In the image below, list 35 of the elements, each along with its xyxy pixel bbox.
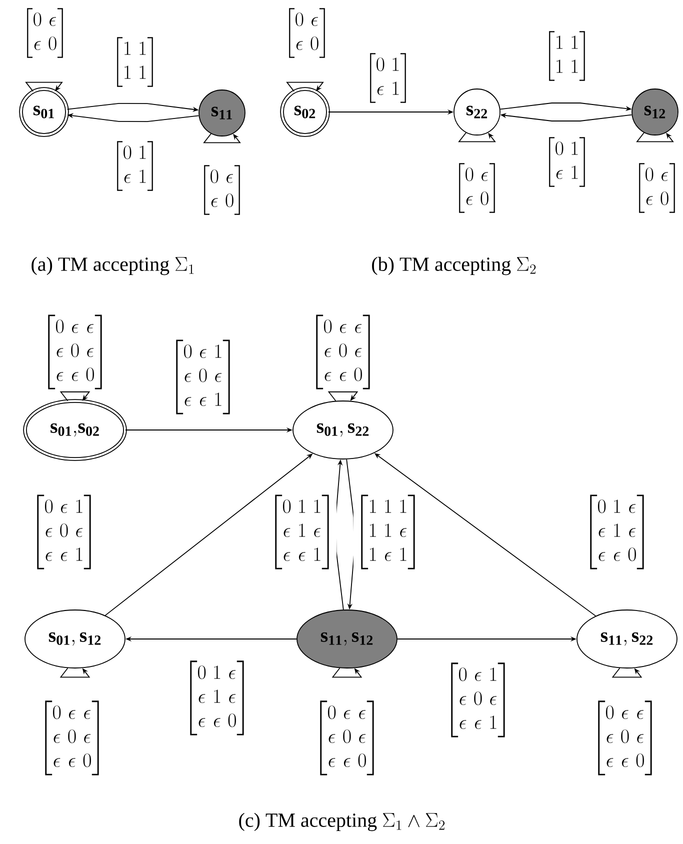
loop-arrow	[25, 82, 63, 92]
loop-arrow	[60, 391, 90, 402]
edge-label: $\begin{bmatrix}0 & 1 & 1\\ \epsilon & 1 & \epsilon\\ \epsilon & \epsilon & 1\end{bmatrix}$	[267, 494, 337, 570]
loop-arrow	[458, 132, 496, 142]
loop-arrow	[203, 133, 241, 144]
edge-label: $\begin{bmatrix}0 & 1\\ \epsilon & 1\end{bmatrix}$	[364, 52, 412, 104]
edge-label: $\begin{bmatrix}0 & 1 & \epsilon\\ \epsilon & 1 & \epsilon\\ \epsilon & \epsilon & 0\end{bmatrix}$	[582, 494, 652, 570]
edge-label: $\begin{bmatrix}1 & 1\\ 1 & 1\end{bmatrix}$	[110, 36, 160, 88]
caption: $\text{(c) TM accepting }\Sigma_1\wedge\Sigma_2$	[239, 812, 445, 832]
edge-label: $\begin{bmatrix}0 & \epsilon & \epsilon\\ \epsilon & 0 & \epsilon\\ \epsilon & \epsilon & 0\end{bmatrix}$	[37, 700, 107, 776]
loop-arrow	[332, 668, 362, 678]
edge-label: $\begin{bmatrix}0 & \epsilon & \epsilon\\ \epsilon & 0 & \epsilon\\ \epsilon & \epsilon & 0\end{bmatrix}$	[312, 700, 382, 776]
edge-label: $\begin{bmatrix}0 & \epsilon\\ \epsilon & 0\end{bmatrix}$	[198, 164, 246, 216]
edge-label: $\begin{bmatrix}1 & 1 & 1\\ 1 & 1 & \epsilon\\ 1 & \epsilon & 1\end{bmatrix}$	[353, 494, 423, 570]
edge-label: $\begin{bmatrix}0 & 1\\ \epsilon & 1\end{bmatrix}$	[110, 140, 160, 192]
caption: $\text{(a) TM accepting }\Sigma_1$	[32, 256, 194, 276]
edge-label: $\begin{bmatrix}0 & 1\\ \epsilon & 1\end{bmatrix}$	[542, 136, 592, 188]
edge-label: $\begin{bmatrix}0 & \epsilon & 1\\ \epsilon & 0 & \epsilon\\ \epsilon & \epsilon & 1\end{bmatrix}$	[168, 338, 238, 416]
edge-label: $\begin{bmatrix}0 & \epsilon\\ \epsilon & 0\end{bmatrix}$	[632, 162, 682, 214]
edge-label: $\begin{bmatrix}0 & \epsilon & 1\\ \epsilon & 0 & \epsilon\\ \epsilon & \epsilon & 1\end{bmatrix}$	[443, 662, 513, 738]
edge-label: $\begin{bmatrix}0 & \epsilon & \epsilon\\ \epsilon & 0 & \epsilon\\ \epsilon & \epsilon & 0\end{bmatrix}$	[40, 314, 110, 390]
edge-label: $\begin{bmatrix}0 & \epsilon\\ \epsilon & 0\end{bmatrix}$	[20, 7, 70, 59]
loop-arrow	[636, 132, 674, 142]
edge-label: $\begin{bmatrix}1 & 1\\ 1 & 1\end{bmatrix}$	[542, 30, 592, 82]
edge-label: $\begin{bmatrix}0 & \epsilon\\ \epsilon & 0\end{bmatrix}$	[282, 7, 332, 59]
edge-label: $\begin{bmatrix}0 & \epsilon & \epsilon\\ \epsilon & 0 & \epsilon\\ \epsilon & \epsilon & 0\end{bmatrix}$	[308, 314, 378, 390]
loop-arrow	[286, 82, 324, 92]
edge-label: $\begin{bmatrix}0 & \epsilon & \epsilon\\ \epsilon & 0 & \epsilon\\ \epsilon & \epsilon & 0\end{bmatrix}$	[590, 700, 660, 776]
loop-arrow	[60, 668, 90, 678]
caption: $\text{(b) TM accepting }\Sigma_2$	[372, 256, 536, 276]
loop-arrow	[612, 668, 642, 678]
edge-label: $\begin{bmatrix}0 & \epsilon & 1\\ \epsilon & 0 & \epsilon\\ \epsilon & \epsilon & 1\end{bmatrix}$	[29, 494, 99, 570]
edge-label: $\begin{bmatrix}0 & \epsilon\\ \epsilon & 0\end{bmatrix}$	[452, 162, 502, 214]
loop-arrow	[328, 391, 358, 402]
edge-label: $\begin{bmatrix}0 & 1 & \epsilon\\ \epsilon & 1 & \epsilon\\ \epsilon & \epsilon & 0\end{bmatrix}$	[182, 660, 252, 736]
